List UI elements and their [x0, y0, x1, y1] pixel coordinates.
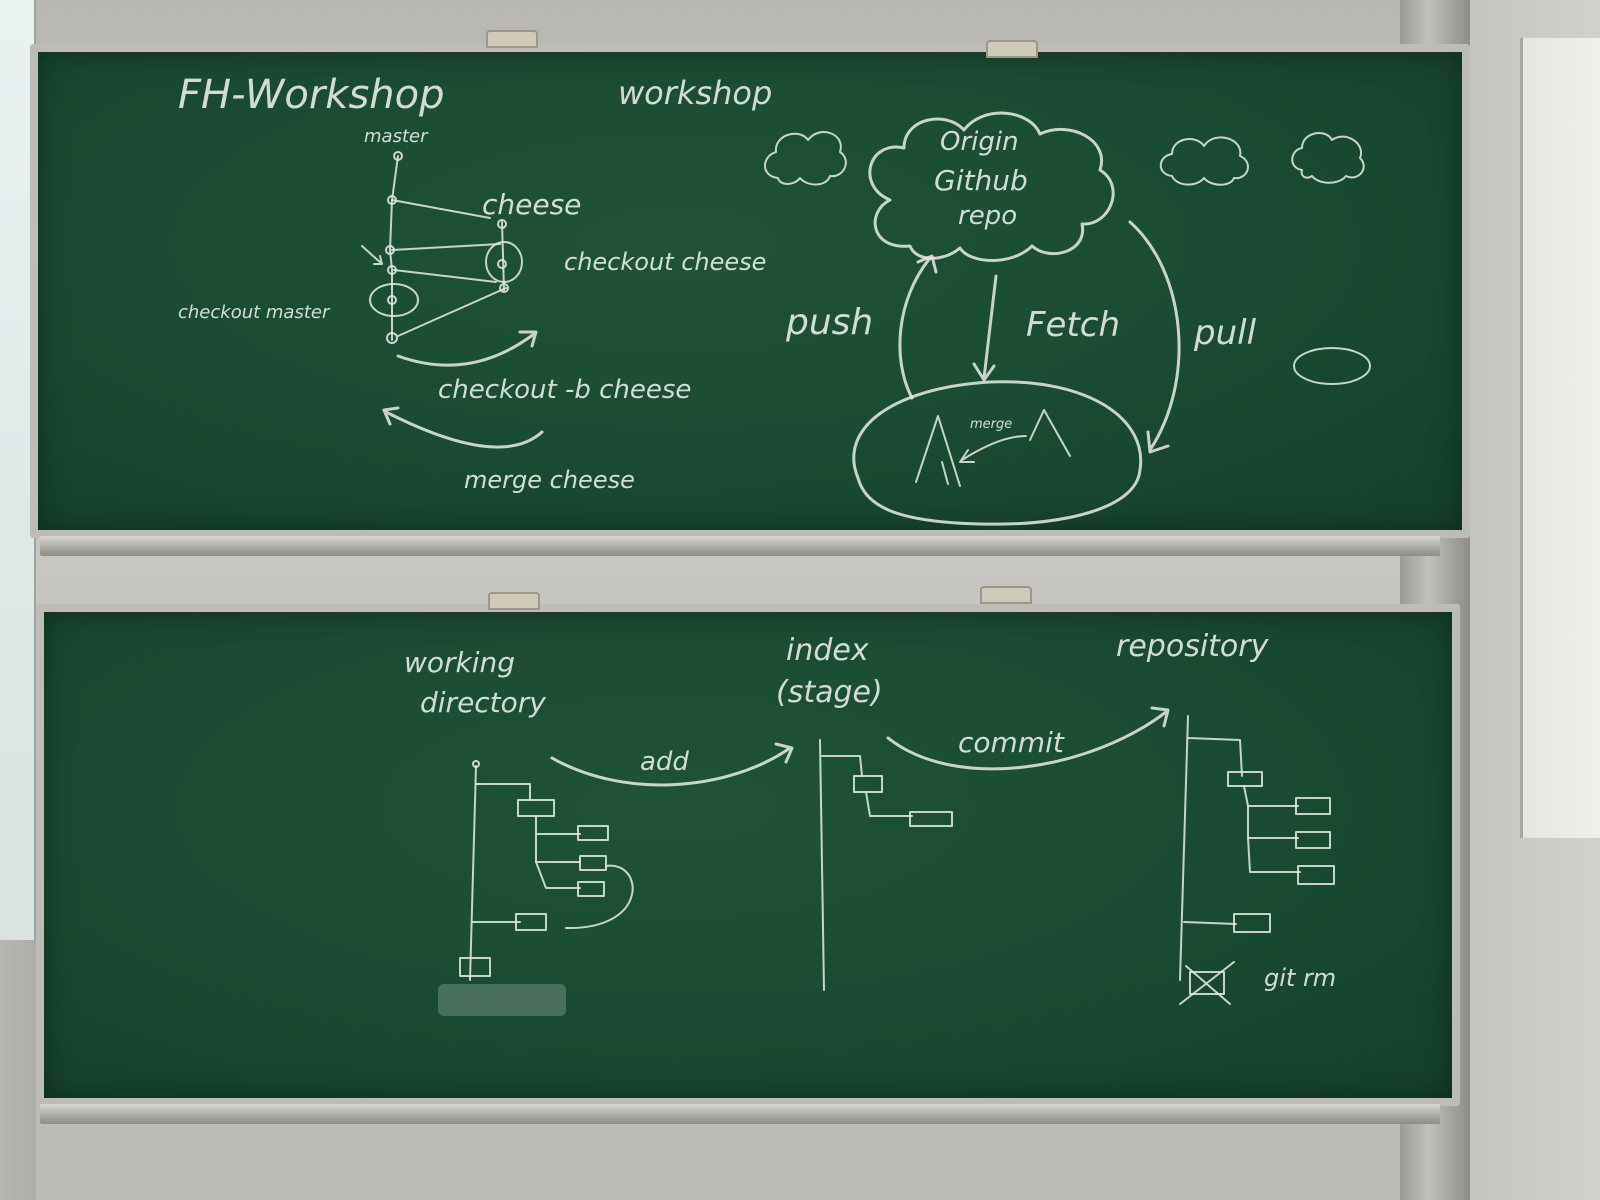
cloud-origin-icon: [868, 111, 1115, 262]
add-label: add: [640, 747, 689, 777]
push-arrow: [898, 254, 938, 400]
chalkboard-top: [30, 44, 1470, 538]
working-tree-icon: [438, 760, 634, 1016]
side-panel: [1520, 38, 1600, 838]
cloud-icon: [764, 131, 847, 186]
chalkboard-bottom: [36, 604, 1460, 1106]
pull-arrow: [1128, 220, 1181, 454]
branch-graph: [361, 151, 544, 449]
board-clip: [488, 592, 540, 610]
cloud-line2: Github: [934, 164, 1028, 197]
chalk-tray-bottom: [40, 1104, 1440, 1124]
index-tree-icon: [819, 739, 953, 991]
index-label-1: index: [786, 633, 869, 668]
repository-tree-icon: [1179, 715, 1335, 1005]
checkout-master-label: checkout master: [178, 302, 331, 323]
working-label-2: directory: [420, 686, 546, 719]
chalk-tray-top: [40, 536, 1440, 556]
working-label-1: working: [404, 646, 515, 679]
ellipse-shape: [1293, 347, 1371, 385]
local-repo-dome: [852, 380, 1143, 526]
checkout-cheese-label: checkout cheese: [564, 248, 766, 276]
subtitle-text: workshop: [618, 74, 772, 112]
branch-cheese-label: cheese: [482, 188, 581, 221]
commit-label: commit: [958, 726, 1065, 759]
cloud-icon: [1291, 132, 1365, 184]
push-label: push: [785, 302, 873, 343]
index-label-2: (stage): [776, 675, 883, 710]
git-rm-label: git rm: [1264, 964, 1336, 992]
board-clip: [986, 40, 1038, 58]
board-clip: [980, 586, 1032, 604]
fetch-arrow: [972, 274, 998, 382]
cloud-icon: [1159, 136, 1249, 186]
fetch-label: Fetch: [1026, 305, 1120, 345]
pull-label: pull: [1193, 313, 1257, 353]
branch-master-label: master: [364, 126, 429, 147]
cloud-line1: Origin: [940, 127, 1019, 157]
checkout-b-label: checkout -b cheese: [438, 375, 691, 405]
repository-label: repository: [1116, 629, 1270, 664]
commit-arrow: [886, 706, 1170, 771]
cloud-line3: repo: [958, 201, 1017, 231]
add-arrow: [550, 742, 794, 787]
board-clip: [486, 30, 538, 48]
merge-label: merge cheese: [464, 466, 635, 494]
title-text: FH-Workshop: [178, 72, 445, 118]
local-merge-label: merge: [970, 417, 1012, 432]
